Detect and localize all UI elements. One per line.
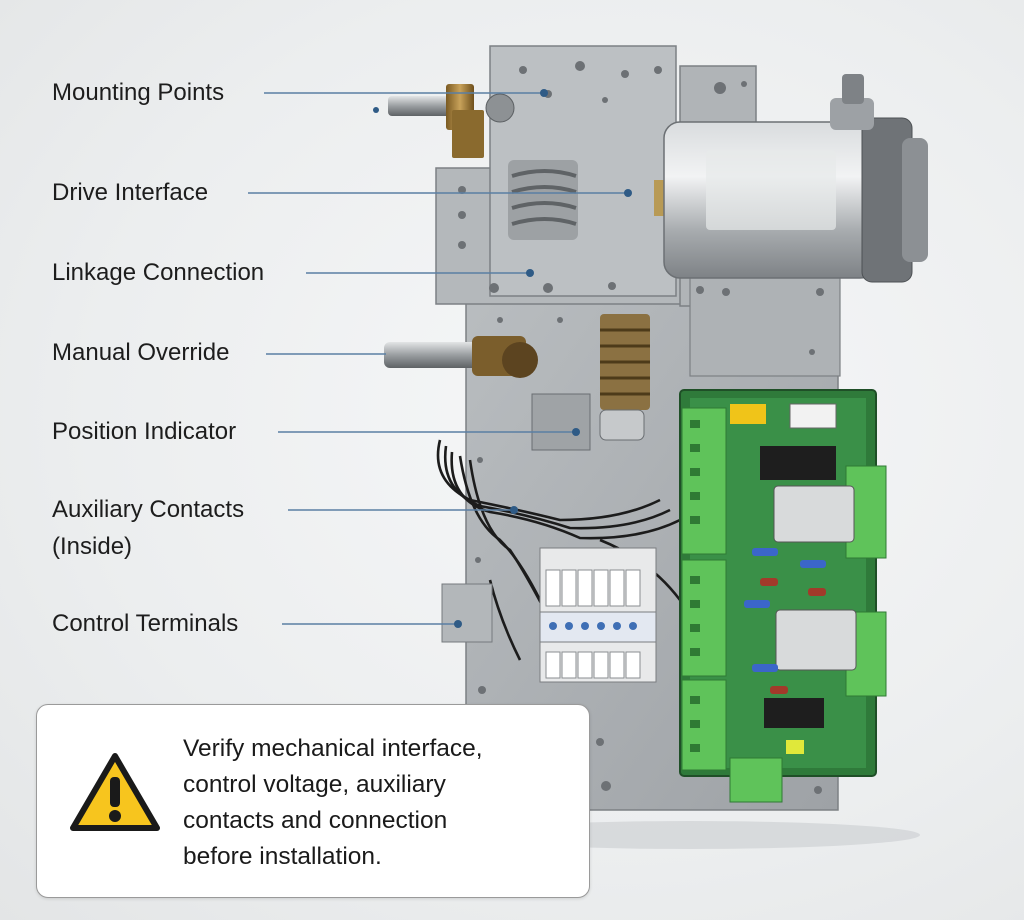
mounting-stud <box>388 96 452 116</box>
control-pcb <box>679 389 887 803</box>
manual-override-rod <box>384 342 480 368</box>
label-control-terminals: Control Terminals <box>52 610 239 637</box>
label-manual-override: Manual Override <box>52 339 230 366</box>
warning-text: Verify mechanical interface, control vol… <box>183 731 573 875</box>
label-drive-interface: Drive Interface <box>52 179 209 206</box>
warning-line: before installation. <box>183 843 382 870</box>
warning-line: control voltage, auxiliary <box>183 771 446 798</box>
warning-line: contacts and connection <box>183 807 448 834</box>
warning-line: Verify mechanical interface, <box>183 735 483 762</box>
lower-spring <box>600 314 650 410</box>
warning-box: Verify mechanical interface, control vol… <box>36 704 590 898</box>
leader-lines <box>248 92 628 625</box>
label-linkage-connection: Linkage Connection <box>52 259 265 286</box>
terminal-block <box>539 547 657 683</box>
position-indicator-block <box>531 393 591 451</box>
label-position-indicator: Position Indicator <box>52 418 237 445</box>
warning-triangle-icon <box>70 753 160 831</box>
label-auxiliary-contacts: Auxiliary Contacts <box>52 496 245 523</box>
drive-motor <box>654 74 928 283</box>
label-auxiliary-contacts-note: (Inside) <box>52 533 133 560</box>
drive-spring <box>508 160 578 240</box>
label-mounting-points: Mounting Points <box>52 79 225 106</box>
leader-dots <box>373 89 632 628</box>
